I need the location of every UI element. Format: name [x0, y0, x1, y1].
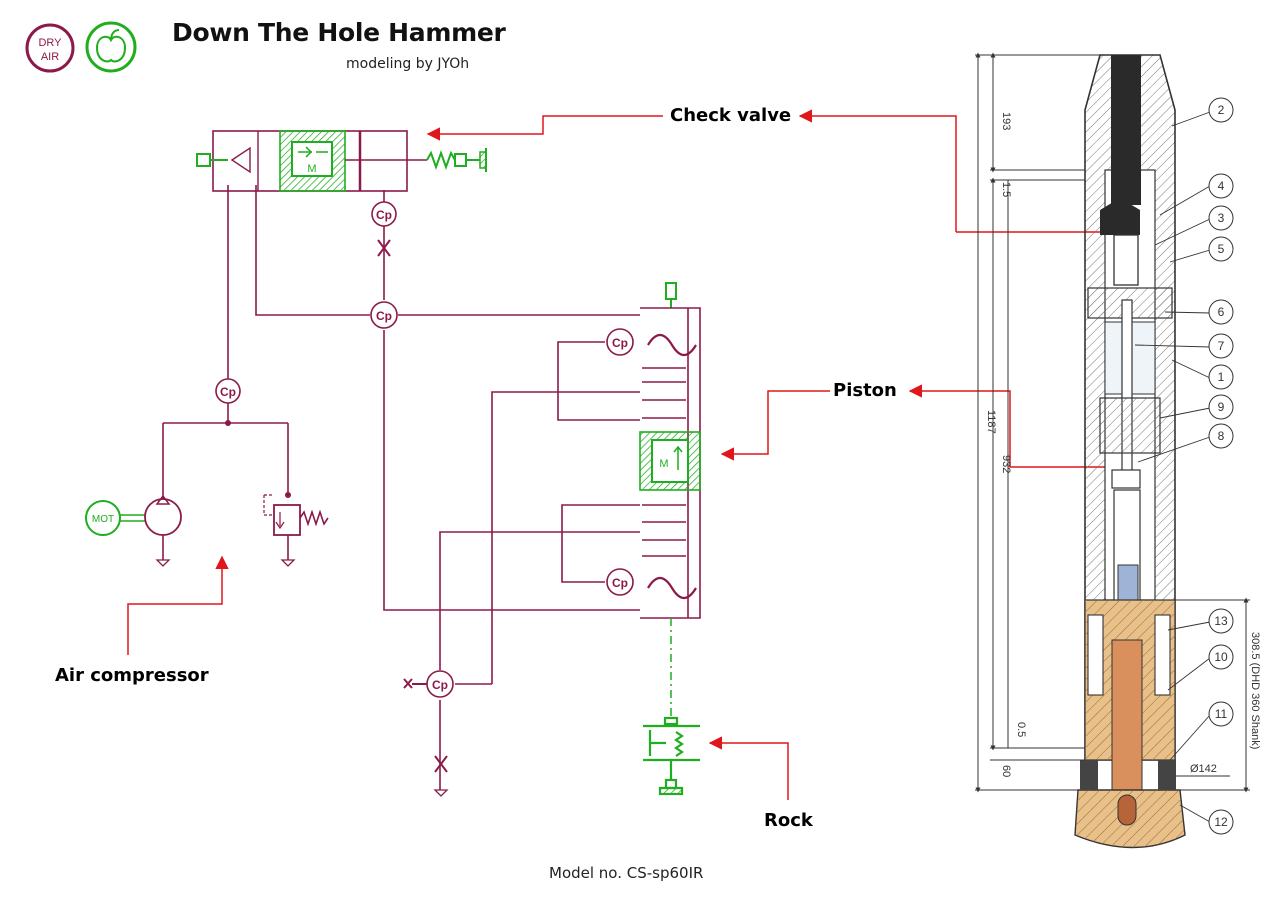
svg-text:Ø142: Ø142 [1190, 763, 1217, 775]
svg-text:193: 193 [1000, 112, 1012, 130]
rock-callout: Rock [764, 810, 813, 831]
balloon-8: 8 [1218, 429, 1225, 443]
balloon-leaders [1134, 111, 1211, 823]
svg-text:Cp: Cp [376, 309, 392, 323]
cp-node-exhaust: Cp [426, 670, 454, 698]
svg-text:1.5: 1.5 [1000, 182, 1012, 197]
svg-text:0.5: 0.5 [1015, 722, 1027, 737]
apple-icon [85, 21, 137, 73]
balloon-1: 1 [1218, 370, 1225, 384]
page-subtitle: modeling by JYOh [346, 56, 470, 72]
balloon-13: 13 [1214, 614, 1228, 628]
svg-text:Cp: Cp [612, 576, 628, 590]
piston-callout: Piston [833, 380, 897, 401]
air-compressor: MOT [85, 494, 449, 797]
balloon-6: 6 [1218, 305, 1225, 319]
svg-text:60: 60 [1000, 765, 1012, 777]
cp-node-compressor: Cp [215, 378, 241, 404]
svg-text:Cp: Cp [220, 385, 236, 399]
balloon-4: 4 [1218, 179, 1225, 193]
hammer-drawing [1074, 54, 1186, 849]
dry-air-badge: DRY AIR [25, 23, 75, 73]
cp-node-junction: Cp [370, 301, 398, 329]
cp-node-lower-chamber: Cp [606, 568, 634, 596]
page-title: Down The Hole Hammer [172, 18, 506, 47]
callout-arrows [127, 109, 1108, 800]
svg-text:932: 932 [1000, 455, 1012, 473]
balloon-3: 3 [1218, 211, 1225, 225]
balloon-12: 12 [1214, 815, 1228, 829]
dimension-labels: 193 1.5 1187 932 0.5 60 308.5 (DHD 360 S… [985, 112, 1261, 777]
check-valve-mass-label: M [307, 163, 316, 175]
balloon-9: 9 [1218, 400, 1225, 414]
check-valve-assembly: M [196, 130, 487, 192]
pneumatic-lines [162, 185, 640, 790]
svg-text:1187: 1187 [985, 410, 997, 434]
balloon-5: 5 [1218, 242, 1225, 256]
balloon-7: 7 [1218, 339, 1225, 353]
rock-symbol [643, 716, 700, 796]
balloon-2: 2 [1218, 103, 1225, 117]
svg-text:308.5 (DHD 360 Shank): 308.5 (DHD 360 Shank) [1249, 632, 1261, 749]
balloon-11: 11 [1215, 707, 1228, 721]
svg-text:Cp: Cp [432, 678, 448, 692]
plug-markers [377, 239, 448, 773]
svg-text:Cp: Cp [612, 336, 628, 350]
balloon-10: 10 [1214, 650, 1228, 664]
motor-label: MOT [92, 514, 114, 525]
dimension-lines [975, 52, 1250, 793]
model-number: Model no. CS-sp60IR [549, 864, 704, 882]
cp-node-upper-chamber: Cp [606, 328, 634, 356]
svg-text:Cp: Cp [376, 208, 392, 222]
check-valve-callout: Check valve [670, 105, 792, 126]
cp-node-top: Cp [371, 201, 397, 227]
piston-cylinder: M [639, 282, 701, 718]
air-compressor-callout: Air compressor [55, 665, 209, 686]
piston-mass-label: M [659, 458, 668, 470]
dry-air-label-1: DRY [38, 37, 62, 49]
dry-air-label-2: AIR [41, 51, 59, 63]
